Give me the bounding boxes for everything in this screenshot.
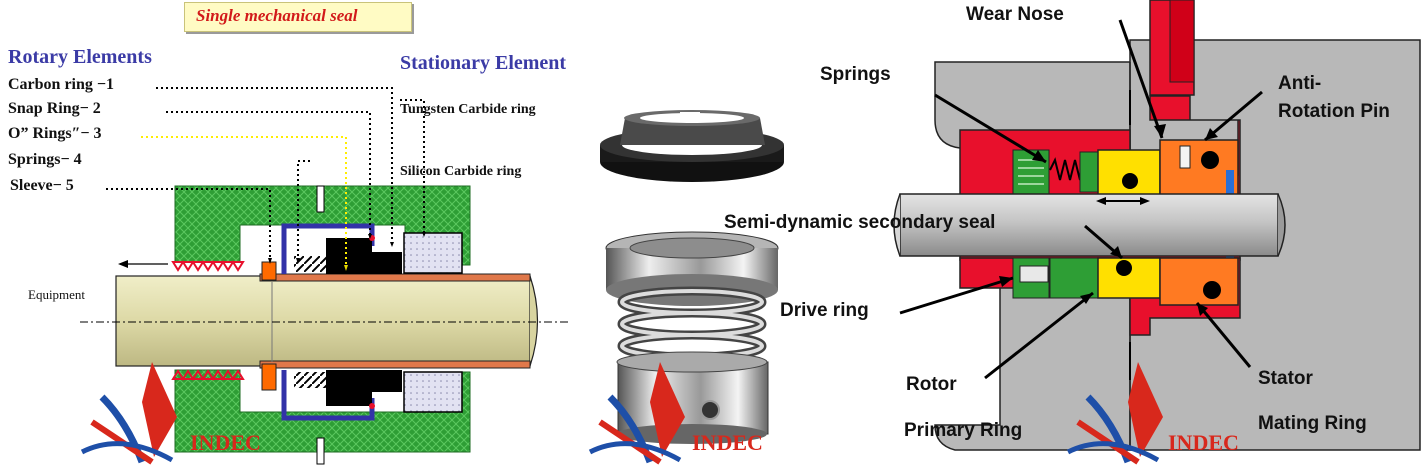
rotary-item-springs: Springs− 4 (8, 151, 82, 168)
stationary-item-tungsten: Tungsten Carbide ring (400, 102, 536, 117)
label-wear-nose: Wear Nose (966, 4, 1064, 25)
logo-text-left: INDEC (190, 430, 261, 455)
logo-right (1066, 362, 1163, 465)
right-seal-diagram (893, 0, 1421, 451)
rotary-item-snap: Snap Ring− 2 (8, 100, 101, 117)
label-springs: Springs (820, 64, 891, 85)
rotary-item-orings: O” Rings″− 3 (8, 125, 102, 142)
logo-center (588, 362, 685, 465)
equipment-label: Equipment (28, 287, 86, 302)
rotary-item-sleeve: Sleeve− 5 (10, 177, 74, 194)
rotary-item-carbon: Carbon ring −1 (8, 76, 115, 93)
left-seal-diagram (80, 87, 570, 465)
label-mating-ring: Mating Ring (1258, 413, 1367, 434)
diagram-title: Single mechanical seal (196, 6, 358, 25)
stationary-item-silicon: Silicon Carbide ring (400, 164, 522, 179)
label-drive-ring: Drive ring (780, 300, 869, 321)
rotary-heading: Rotary Elements (8, 46, 152, 68)
logo-text-right: INDEC (1168, 430, 1239, 455)
label-rotor: Rotor (906, 374, 957, 395)
center-seal-photos (600, 110, 784, 444)
stationary-heading: Stationary Element (400, 52, 567, 74)
label-primary-ring: Primary Ring (904, 420, 1023, 441)
logo-left (80, 362, 177, 465)
label-anti-rotation-pin: Anti- Rotation Pin (1278, 73, 1390, 122)
logo-text-center: INDEC (692, 430, 763, 455)
label-stator: Stator (1258, 368, 1313, 389)
title-box (184, 2, 412, 32)
label-semi-dynamic-seal: Semi-dynamic secondary seal (724, 212, 996, 233)
